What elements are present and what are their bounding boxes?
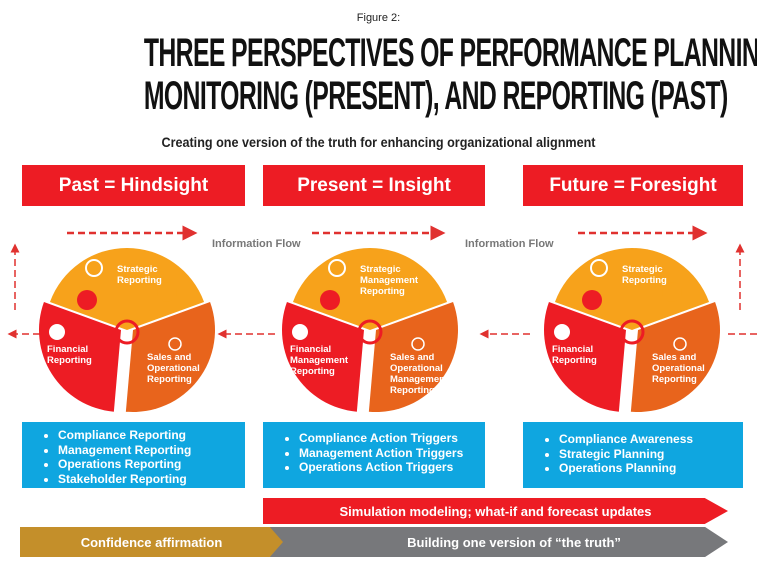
sales-piece xyxy=(125,301,215,412)
target-icon xyxy=(85,259,103,277)
gears-icon xyxy=(168,337,182,351)
list-item: Operations Action Triggers xyxy=(299,460,485,475)
puzzle-knob xyxy=(582,290,602,310)
information-flow-label-2: Information Flow xyxy=(465,238,554,250)
gears-icon xyxy=(673,337,687,351)
confidence-band: Confidence affirmation xyxy=(20,527,283,557)
figure-label: Figure 2: xyxy=(356,12,401,24)
dollar-icon xyxy=(49,324,65,340)
list-item: Operations Planning xyxy=(559,461,743,476)
target-icon xyxy=(328,259,346,277)
truth-band: Building one version of “the truth” xyxy=(270,527,728,557)
list-present: Compliance Action Triggers Management Ac… xyxy=(263,422,485,488)
puzzle-knob xyxy=(157,282,177,302)
list-past: Compliance Reporting Management Reportin… xyxy=(22,422,245,488)
list-item: Strategic Planning xyxy=(559,447,743,462)
header-past: Past = Hindsight xyxy=(22,165,245,206)
gears-icon xyxy=(411,337,425,351)
puzzle-knob xyxy=(662,282,682,302)
list-item: Management Action Triggers xyxy=(299,446,485,461)
puzzle-knob xyxy=(77,290,97,310)
list-item: Management Reporting xyxy=(58,443,245,458)
dollar-icon xyxy=(292,324,308,340)
list-item: Compliance Reporting xyxy=(58,428,245,443)
puzzle-knob xyxy=(400,282,420,302)
puzzle-knob xyxy=(320,290,340,310)
list-item: Compliance Action Triggers xyxy=(299,431,485,446)
target-icon xyxy=(590,259,608,277)
simulation-band: Simulation modeling; what-if and forecas… xyxy=(263,498,728,524)
compass-icon xyxy=(619,319,645,345)
title-line-2: MONITORING (PRESENT), AND REPORTING (PAS… xyxy=(143,74,728,118)
compass-icon xyxy=(114,319,140,345)
header-future: Future = Foresight xyxy=(523,165,743,206)
compass-icon xyxy=(357,319,383,345)
truth-label: Building one version of “the truth” xyxy=(407,534,621,550)
sales-piece xyxy=(630,301,720,412)
list-item: Operations Reporting xyxy=(58,457,245,472)
list-future: Compliance Awareness Strategic Planning … xyxy=(523,422,743,488)
information-flow-label-1: Information Flow xyxy=(212,238,301,250)
title-line-1: THREE PERSPECTIVES OF PERFORMANCE PLANNI… xyxy=(143,31,757,75)
dollar-icon xyxy=(554,324,570,340)
header-present: Present = Insight xyxy=(263,165,485,206)
subtitle: Creating one version of the truth for en… xyxy=(161,134,596,150)
list-item: Compliance Awareness xyxy=(559,432,743,447)
sales-piece xyxy=(368,301,458,412)
list-item: Stakeholder Reporting xyxy=(58,472,245,487)
